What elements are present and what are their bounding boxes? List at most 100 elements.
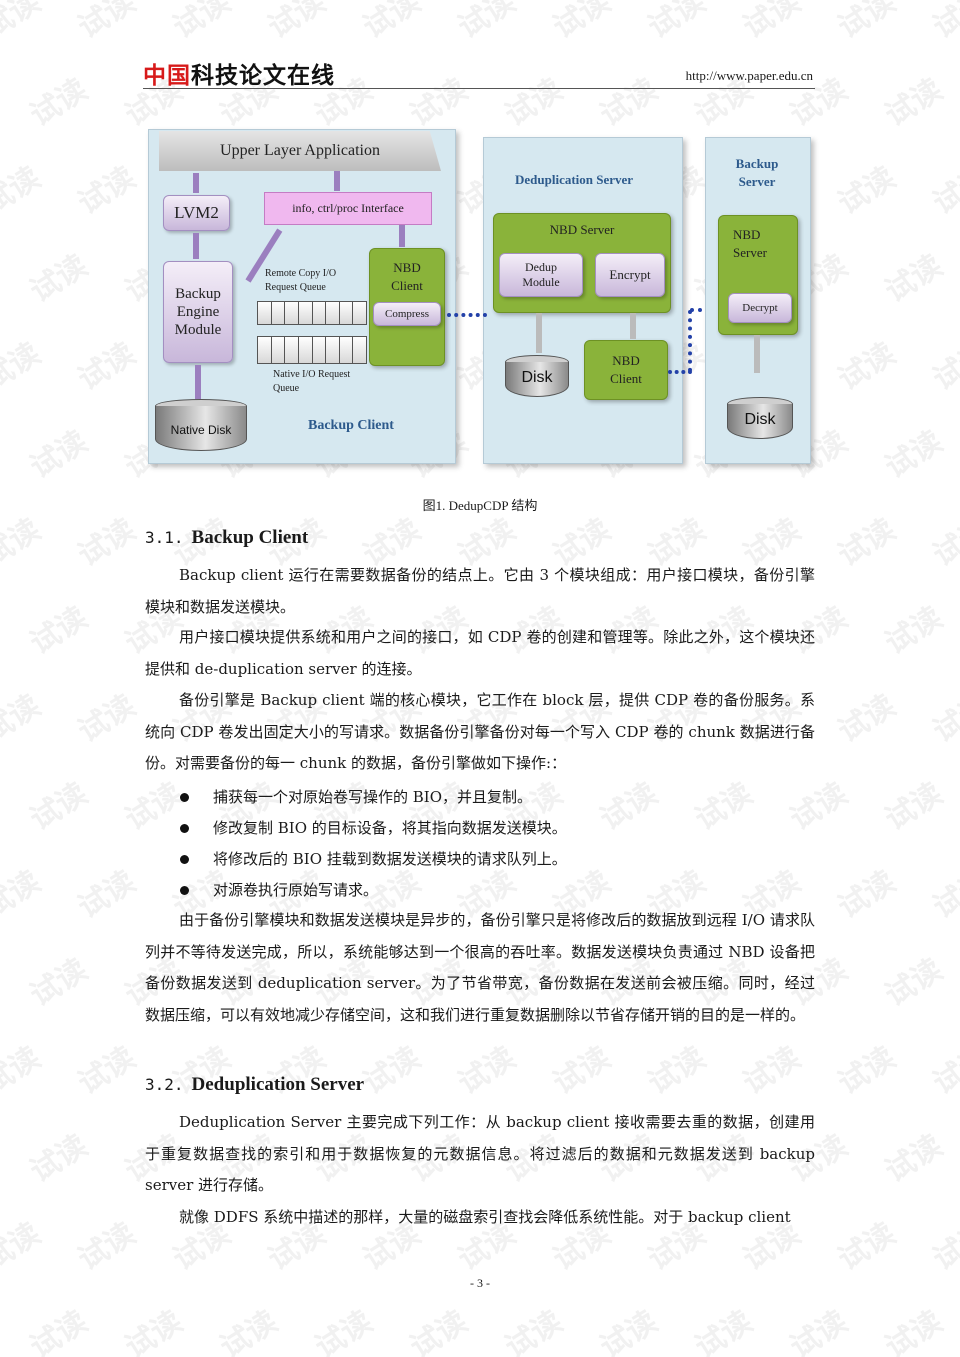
watermark-text: 试读 — [72, 688, 142, 750]
arrow-engine-disk — [195, 365, 201, 399]
watermark-text: 试读 — [24, 1128, 94, 1190]
backup-disk: Disk — [727, 397, 793, 439]
arrow-nbd2-disk — [754, 335, 760, 373]
link-backup — [690, 308, 710, 312]
watermark-text: 试读 — [0, 336, 47, 398]
paragraph: 备份引擎是 Backup client 端的核心模块，它工作在 block 层，… — [145, 691, 815, 772]
watermark-text: 试读 — [0, 1040, 47, 1102]
watermark-text: 试读 — [879, 952, 949, 1014]
watermark-text: 试读 — [452, 1040, 522, 1102]
paragraph: 就像 DDFS 系统中描述的那样，大量的磁盘索引查找会降低系统性能。对于 bac… — [179, 1208, 791, 1226]
arrow-upper-lvm — [193, 173, 199, 193]
watermark-text: 试读 — [24, 72, 94, 134]
watermark-text: 试读 — [72, 512, 142, 574]
watermark-text: 试读 — [24, 424, 94, 486]
watermark-text: 试读 — [737, 0, 807, 46]
watermark-text: 试读 — [119, 1304, 189, 1357]
nbd-server-label: NBD Server — [549, 222, 615, 237]
section-title: Backup Client — [191, 527, 309, 548]
watermark-text: 试读 — [24, 776, 94, 838]
watermark-text: 试读 — [832, 336, 902, 398]
nbd-server2-label: NBD Server — [733, 227, 767, 260]
list-item: 对源卷执行原始写请求。 — [178, 875, 818, 906]
lvm2-box: LVM2 — [163, 195, 230, 231]
watermark-text: 试读 — [24, 952, 94, 1014]
watermark-text: 试读 — [72, 1040, 142, 1102]
page-header: 中国科技论文在线 http://www.paper.edu.cn — [143, 56, 815, 89]
watermark-text: 试读 — [404, 1304, 474, 1357]
native-disk: Native Disk — [155, 399, 247, 451]
watermark-text: 试读 — [784, 1304, 854, 1357]
site-logo[interactable]: 中国科技论文在线 — [143, 56, 335, 90]
watermark-text: 试读 — [927, 0, 960, 46]
watermark-text: 试读 — [879, 600, 949, 662]
watermark-text: 试读 — [927, 160, 960, 222]
paragraph: Backup client 运行在需要数据备份的结点上。它由 3 个模块组成：用… — [145, 566, 815, 616]
watermark-text: 试读 — [879, 424, 949, 486]
list-item: 修改复制 BIO 的目标设备，将其指向数据发送模块。 — [178, 813, 818, 844]
paragraph: Deduplication Server 主要完成下列工作：从 backup c… — [145, 1113, 815, 1194]
watermark-text: 试读 — [879, 1128, 949, 1190]
watermark-text: 试读 — [309, 1304, 379, 1357]
watermark-text: 试读 — [0, 688, 47, 750]
watermark-text: 试读 — [642, 0, 712, 46]
watermark-text: 试读 — [927, 1216, 960, 1278]
native-disk-label: Native Disk — [170, 423, 232, 437]
arrow-encrypt-nbd — [630, 313, 636, 339]
watermark-text: 试读 — [0, 512, 47, 574]
encrypt-box: Encrypt — [595, 253, 665, 297]
arrow-interface-nbd — [399, 225, 405, 247]
link-vertical — [688, 310, 692, 372]
list-item: 将修改后的 BIO 挂载到数据发送模块的请求队列上。 — [178, 844, 818, 875]
watermark-text: 试读 — [927, 864, 960, 926]
dedup-disk-label: Disk — [521, 369, 553, 386]
watermark-text: 试读 — [927, 336, 960, 398]
list-item: 捕获每一个对原始卷写操作的 BIO，并且复制。 — [178, 782, 818, 813]
backup-client-title: Backup Client — [308, 418, 394, 433]
nbd-client2-box: NBD Client — [584, 340, 668, 400]
dedup-disk: Disk — [505, 355, 569, 397]
figure-caption: 图1. DedupCDP 结构 — [422, 498, 538, 513]
backup-server-title: Backup Server — [735, 156, 779, 189]
section-heading-1: 3.1.Backup Client — [145, 527, 308, 549]
watermark-text: 试读 — [879, 776, 949, 838]
logo-black-text: 科技论文在线 — [191, 63, 335, 89]
watermark-text: 试读 — [832, 864, 902, 926]
upper-layer-box: Upper Layer Application — [159, 131, 441, 171]
remote-queue — [257, 301, 367, 325]
watermark-text: 试读 — [879, 1304, 949, 1357]
watermark-text: 试读 — [547, 0, 617, 46]
nbd-client-label: NBD Client — [391, 260, 423, 293]
watermark-text: 试读 — [832, 0, 902, 46]
backup-disk-label: Disk — [744, 411, 776, 428]
paragraph: 由于备份引擎模块和数据发送模块是异步的，备份引擎只是将修改后的数据放到远程 I/… — [145, 911, 815, 1024]
watermark-text: 试读 — [452, 0, 522, 46]
dedup-module-box: Dedup Module — [499, 253, 583, 297]
watermark-text: 试读 — [72, 0, 142, 46]
watermark-text: 试读 — [262, 0, 332, 46]
watermark-text: 试读 — [0, 160, 47, 222]
watermark-text: 试读 — [927, 512, 960, 574]
watermark-text: 试读 — [689, 1304, 759, 1357]
section-title: Deduplication Server — [191, 1074, 365, 1095]
link-client-dedup — [447, 313, 487, 317]
header-url[interactable]: http://www.paper.edu.cn — [685, 68, 813, 83]
native-queue — [257, 336, 367, 364]
watermark-text: 试读 — [24, 248, 94, 310]
watermark-text: 试读 — [72, 864, 142, 926]
watermark-text: 试读 — [832, 1216, 902, 1278]
watermark-text: 试读 — [832, 160, 902, 222]
watermark-text: 试读 — [927, 1040, 960, 1102]
watermark-text: 试读 — [357, 0, 427, 46]
arrow-lvm-engine — [193, 233, 199, 259]
watermark-text: 试读 — [832, 1040, 902, 1102]
arrow-nbd-disk — [536, 313, 542, 353]
watermark-text: 试读 — [0, 864, 47, 926]
watermark-text: 试读 — [832, 688, 902, 750]
dedup-server-title: Deduplication Server — [515, 172, 634, 187]
watermark-text: 试读 — [167, 0, 237, 46]
watermark-text: 试读 — [72, 1216, 142, 1278]
remote-queue-label: Remote Copy I/O Request Queue — [265, 268, 337, 293]
watermark-text: 试读 — [737, 1040, 807, 1102]
logo-red-text: 中国 — [143, 63, 191, 89]
